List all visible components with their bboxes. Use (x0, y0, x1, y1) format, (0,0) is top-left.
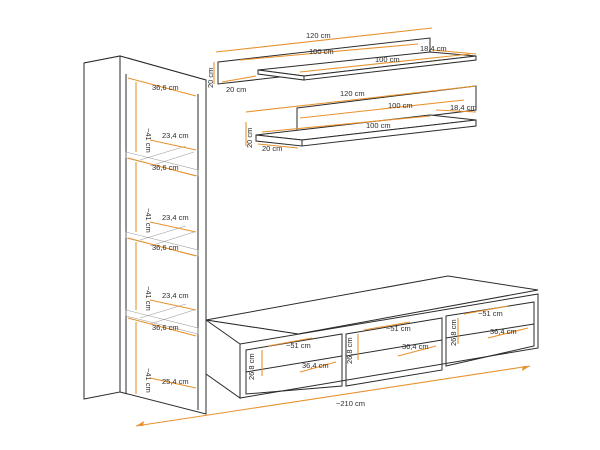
col-s3-depth-dim (149, 299, 197, 311)
tv-c1-depth-dim (299, 361, 337, 373)
glass-reflection-1 (139, 145, 187, 161)
tv-c1-height-label: 26,8 cm (247, 353, 256, 380)
tv-c1-depth-label: 36,4 cm (302, 361, 329, 370)
tv-c3-width-label: ~51 cm (478, 309, 503, 318)
tv-compartment-1 (245, 333, 343, 395)
col-s3-width-label: 36,6 cm (152, 243, 179, 252)
total-width-label: ~210 cm (336, 399, 365, 408)
top-height-label: 20 cm (206, 68, 215, 88)
mid-inner-dim-line (299, 99, 465, 119)
glass-shelf-2 (125, 231, 199, 257)
tv-unit-end-panel (205, 319, 241, 399)
col-s4-depth-label: 25,4 cm (162, 377, 189, 386)
top-depth-dim-line (431, 49, 477, 55)
top-shelf (217, 37, 477, 85)
mid-height-label: 20 cm (245, 128, 254, 148)
col-s2-width-dim (127, 157, 197, 177)
col-s4-height-label: ~41 cm (144, 368, 153, 393)
glass-shelf-1 (125, 151, 199, 177)
top-depth-label: 18,4 cm (420, 44, 447, 53)
col-s2-depth-dim (149, 221, 197, 233)
middle-shelf-plank-side (301, 119, 477, 147)
glass-reflection-2b (149, 231, 195, 247)
col-s4-width-label: 36,6 cm (152, 323, 179, 332)
tv-c2-depth-dim (397, 345, 437, 357)
mid-plank-depth-label: 20 cm (262, 144, 282, 153)
top-plank-depth-label: 20 cm (226, 85, 246, 94)
top-shelf-plank-side (303, 55, 477, 81)
mid-inner-label: 100 cm (388, 101, 413, 110)
middle-shelf (255, 85, 477, 147)
col-s2-width-label: 36,6 cm (152, 163, 179, 172)
glass-reflection-1b (149, 151, 195, 167)
col-s1-depth-label: 23,4 cm (162, 131, 189, 140)
col-s1-depth-dim (149, 139, 197, 151)
tv-c2-depth-label: 36,4 cm (402, 342, 429, 351)
top-total-dim-line (215, 27, 433, 53)
mid-depth-label: 18,4 cm (450, 103, 477, 112)
col-s4-depth-dim (149, 377, 197, 389)
mid-total-dim-line (245, 85, 477, 113)
tv-c3-height-label: 26,8 cm (449, 319, 458, 346)
col-s4-width-dim (127, 317, 197, 337)
tv-c3-depth-dim (487, 327, 529, 339)
top-plank-label: 100 cm (375, 55, 400, 64)
mid-plank-dim-line (261, 115, 431, 133)
total-width-arrow-right (522, 366, 530, 371)
col-s3-height-label: ~41 cm (144, 286, 153, 311)
tv-c2-width-label: ~51 cm (386, 324, 411, 333)
tv-c2-width-dim (363, 321, 411, 331)
tv-compartment-2-floor (345, 339, 443, 357)
tv-compartment-3-floor (445, 323, 535, 339)
col-s3-depth-label: 23,4 cm (162, 291, 189, 300)
mid-total-label: 120 cm (340, 89, 365, 98)
tv-c3-depth-label: 36,4 cm (490, 327, 517, 336)
tv-c1-width-dim (267, 337, 313, 347)
col-s2-height-label: ~41 cm (144, 208, 153, 233)
total-width-dim-line (135, 365, 531, 427)
mid-depth-dim-line (435, 109, 477, 113)
tv-c3-width-dim (463, 305, 509, 315)
top-total-label: 120 cm (306, 31, 331, 40)
top-inner-label: 100 cm (309, 47, 334, 56)
col-s1-height-label: ~41 cm (144, 128, 153, 153)
glass-reflection-3b (149, 309, 195, 325)
mid-plank-depth-dim-line (257, 143, 299, 149)
col-s1-width-dim (127, 77, 197, 97)
top-inner-dim-line (239, 43, 419, 61)
tv-unit (205, 275, 539, 399)
column-front (119, 55, 207, 415)
col-s2-depth-label: 23,4 cm (162, 213, 189, 222)
tv-compartment-2 (345, 317, 443, 387)
mid-plank-label: 100 cm (366, 121, 391, 130)
column-side (83, 55, 121, 400)
tv-c2-height-label: 26,8 cm (345, 337, 354, 364)
total-width-arrow-left (136, 421, 144, 426)
col-s3-width-dim (127, 237, 197, 257)
tv-c1-width-label: ~51 cm (286, 341, 311, 350)
glass-shelf-3 (125, 309, 199, 335)
top-plank-dim-line (299, 53, 471, 73)
col-s1-width-label: 36,6 cm (152, 83, 179, 92)
top-plank-depth-dim-line (221, 75, 257, 83)
tall-column (83, 55, 207, 415)
